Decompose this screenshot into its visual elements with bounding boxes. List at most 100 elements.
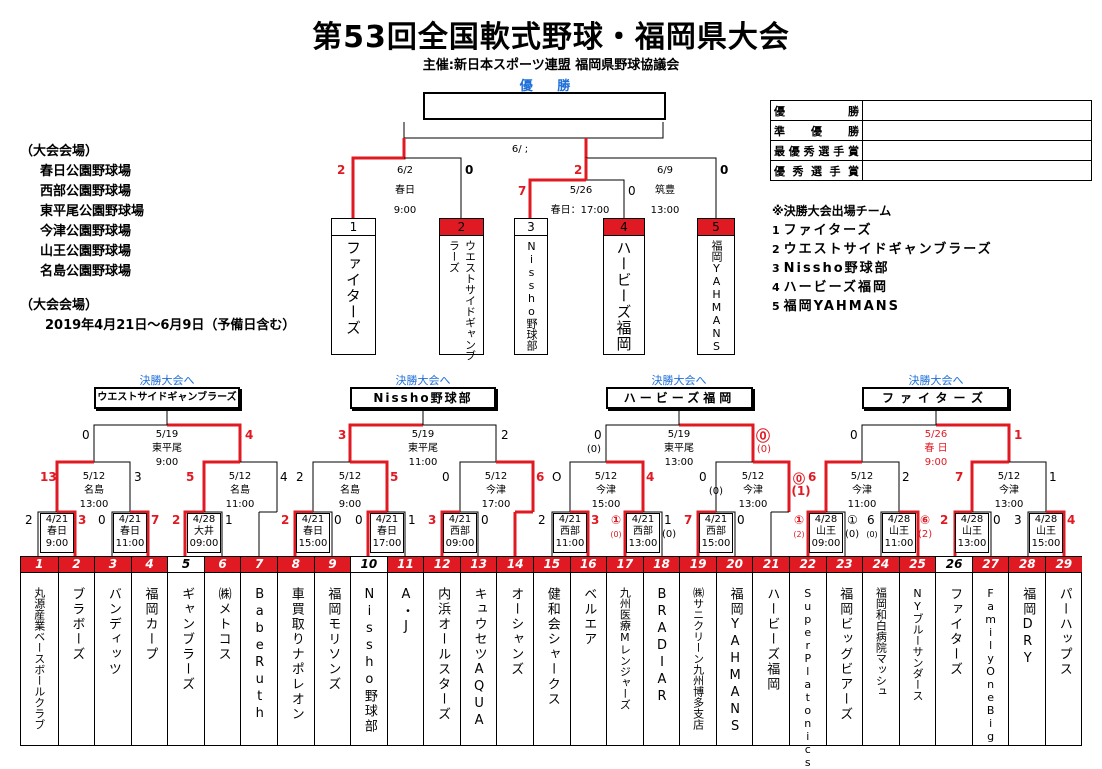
list-item-name: 福岡YAHMANS xyxy=(783,299,901,314)
period-block: （大会会場） 2019年4月21日～6月9日（予備日含む） xyxy=(20,296,295,336)
match-venue: 西部 xyxy=(560,526,580,537)
final-team-number: 3 xyxy=(515,219,547,236)
results-label: 優秀選手賞 xyxy=(770,160,863,181)
team-number: 11 xyxy=(387,557,424,573)
match-venue: 山王 xyxy=(889,526,909,537)
match-date: 4/21 xyxy=(118,514,142,525)
team-number: 16 xyxy=(570,557,607,573)
match-time: 17:00 xyxy=(481,499,511,510)
bracket-line xyxy=(806,510,826,556)
score: 0 xyxy=(594,428,602,442)
match-time: 13:00 xyxy=(650,205,680,216)
venue-heading: （大会会場） xyxy=(20,144,99,159)
match-date: 4/21 xyxy=(704,514,728,525)
score: 3 xyxy=(134,470,142,484)
score: 0 xyxy=(334,513,342,527)
match-venue: 春日 xyxy=(47,526,67,537)
team-name: SuperPlatonics xyxy=(801,587,815,769)
match-venue: 筑豊 xyxy=(655,185,675,196)
score: O xyxy=(552,470,562,484)
score-sub: (0) xyxy=(610,530,622,539)
score: 2 xyxy=(172,513,181,527)
team-name: FamilyOneBig xyxy=(984,587,998,743)
results-table: 優勝 準優勝 最優秀選手賞 優秀選手賞 xyxy=(770,100,1092,181)
match-date: 5/12 xyxy=(338,471,362,482)
match-venue: 西部 xyxy=(633,526,653,537)
page-title: 第53回全国軟式野球・福岡県大会 xyxy=(312,20,790,55)
team-number: 7 xyxy=(241,557,277,573)
bracket-line xyxy=(679,423,755,462)
score-sub: (0) xyxy=(662,529,677,540)
venue-list: （大会会場） 春日公園野球場 西部公園野球場 東平尾公園野球場 今津公園野球場 … xyxy=(20,142,144,282)
bracket-line xyxy=(606,460,645,512)
team-column: 6㈱メトコス xyxy=(203,557,241,745)
team-number: 14 xyxy=(497,557,533,573)
match-time: 9:00 xyxy=(45,538,69,549)
score: 2 xyxy=(538,513,546,527)
team-name: ベルエア xyxy=(581,587,597,647)
score: 2 xyxy=(940,513,949,527)
team-column: 16 ベルエア xyxy=(569,557,607,745)
match-time: 11:00 xyxy=(555,538,585,549)
match-venue: 春日 xyxy=(120,526,140,537)
bracket-line xyxy=(351,138,406,218)
bracket-line xyxy=(55,460,94,512)
match-time: 15:00 xyxy=(298,538,328,549)
team-number: 27 xyxy=(972,557,1009,573)
score: 3 xyxy=(591,513,600,527)
score: 5 xyxy=(390,470,399,484)
team-number: 25 xyxy=(899,557,936,573)
team-number: 23 xyxy=(826,557,863,573)
bracket-line xyxy=(899,510,920,556)
match-date: 6/9 xyxy=(656,165,674,176)
bracket-line xyxy=(570,510,590,556)
bracket-line xyxy=(753,460,791,512)
list-item-number: 4 xyxy=(772,281,780,294)
match-date: 5/12 xyxy=(484,471,508,482)
match-date: 4/21 xyxy=(375,514,399,525)
match-date: 4/21 xyxy=(45,514,69,525)
score: 3 xyxy=(78,513,87,527)
match-time: 11:00 xyxy=(884,538,914,549)
team-number: 9 xyxy=(314,557,351,573)
bracket-line xyxy=(586,179,625,218)
match-time: 11:00 xyxy=(847,499,877,510)
score: 0 xyxy=(82,428,90,442)
match-time: 11:00 xyxy=(115,538,145,549)
team-number: 22 xyxy=(790,557,826,573)
list-item-name: ファイターズ xyxy=(783,223,873,238)
score: 2 xyxy=(902,470,910,484)
match-date: 6/2 xyxy=(396,165,414,176)
bracket-line xyxy=(293,510,313,556)
final-team-number: 5 xyxy=(698,219,734,236)
match-time: 9:00 xyxy=(338,499,362,510)
table-row: 優秀選手賞 xyxy=(770,160,1092,181)
team-name: 福岡YAHMANS xyxy=(727,587,743,736)
team-name: ㈱メトコス xyxy=(215,587,231,662)
bracket-line xyxy=(348,423,423,462)
match-date: 5/12 xyxy=(228,471,252,482)
score: 7 xyxy=(684,513,693,527)
list-item-name: Nissho野球部 xyxy=(783,261,890,276)
bracket-line xyxy=(496,460,535,512)
final-team-name: 福岡YAHMANS xyxy=(710,240,723,353)
results-label: 準優勝 xyxy=(770,120,863,141)
